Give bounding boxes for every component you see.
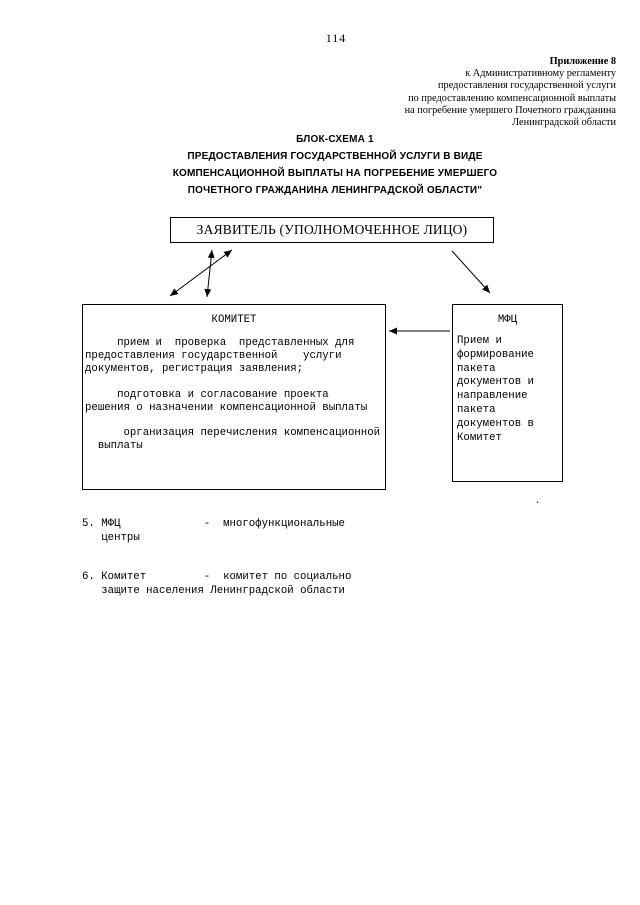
applicant-mfc-arrow-icon <box>451 250 491 294</box>
stray-period: . <box>536 492 539 506</box>
footnotes: 5. МФЦ - многофункциональные центры 6. К… <box>82 518 351 598</box>
appendix-line: на погребение умершего Почетного граждан… <box>404 104 616 116</box>
committee-step-reception: прием и проверка представленных для пред… <box>85 337 355 375</box>
committee-step-transfer: организация перечисления компенсационной… <box>97 427 381 452</box>
committee-step-decision: подготовка и согласование проекта решени… <box>85 389 368 414</box>
title-line: БЛОК-СХЕМА 1 <box>296 134 374 145</box>
mfc-box-text: Прием и формирование пакета документов и… <box>457 335 534 444</box>
applicant-box: ЗАЯВИТЕЛЬ (УПОЛНОМОЧЕННОЕ ЛИЦО) <box>170 217 494 243</box>
committee-box: КОМИТЕТ прием и проверка представленных … <box>82 304 386 490</box>
title-line: ПРЕДОСТАВЛЕНИЯ ГОСУДАРСТВЕННОЙ УСЛУГИ В … <box>187 151 483 162</box>
appendix-line: к Административному регламенту <box>465 68 616 80</box>
applicant-label: ЗАЯВИТЕЛЬ (УПОЛНОМОЧЕННОЕ ЛИЦО) <box>196 222 468 237</box>
mfc-box: МФЦ Прием и формирование пакета документ… <box>452 304 563 482</box>
title-line: ПОЧЕТНОГО ГРАЖДАНИНА ЛЕНИНГРАДСКОЙ ОБЛАС… <box>187 185 483 196</box>
committee-box-title: КОМИТЕТ <box>211 314 257 326</box>
appendix-line: Приложение 8 <box>549 56 616 67</box>
appendix-header: Приложение 8 к Административному регламе… <box>405 56 616 129</box>
committee-applicant-bidirectional-arrow-icon <box>204 249 215 298</box>
title-line: КОМПЕНСАЦИОННОЙ ВЫПЛАТЫ НА ПОГРЕБЕНИЕ УМ… <box>172 168 498 179</box>
document-title: БЛОК-СХЕМА 1 ПРЕДОСТАВЛЕНИЯ ГОСУДАРСТВЕН… <box>0 131 640 199</box>
appendix-line: по предоставлению компенсационной выплат… <box>408 92 616 104</box>
page-number: 114 <box>325 31 347 45</box>
mfc-box-title: МФЦ <box>497 314 518 326</box>
footnote-mfc-definition: 5. МФЦ - многофункциональные центры <box>82 518 345 544</box>
appendix-line: Ленинградской области <box>512 117 616 129</box>
appendix-line: предоставления государственной услуги <box>438 80 616 92</box>
footnote-committee-definition: 6. Комитет - комитет по социально защите… <box>82 571 352 597</box>
applicant-committee-bidirectional-arrow-icon <box>169 249 233 297</box>
